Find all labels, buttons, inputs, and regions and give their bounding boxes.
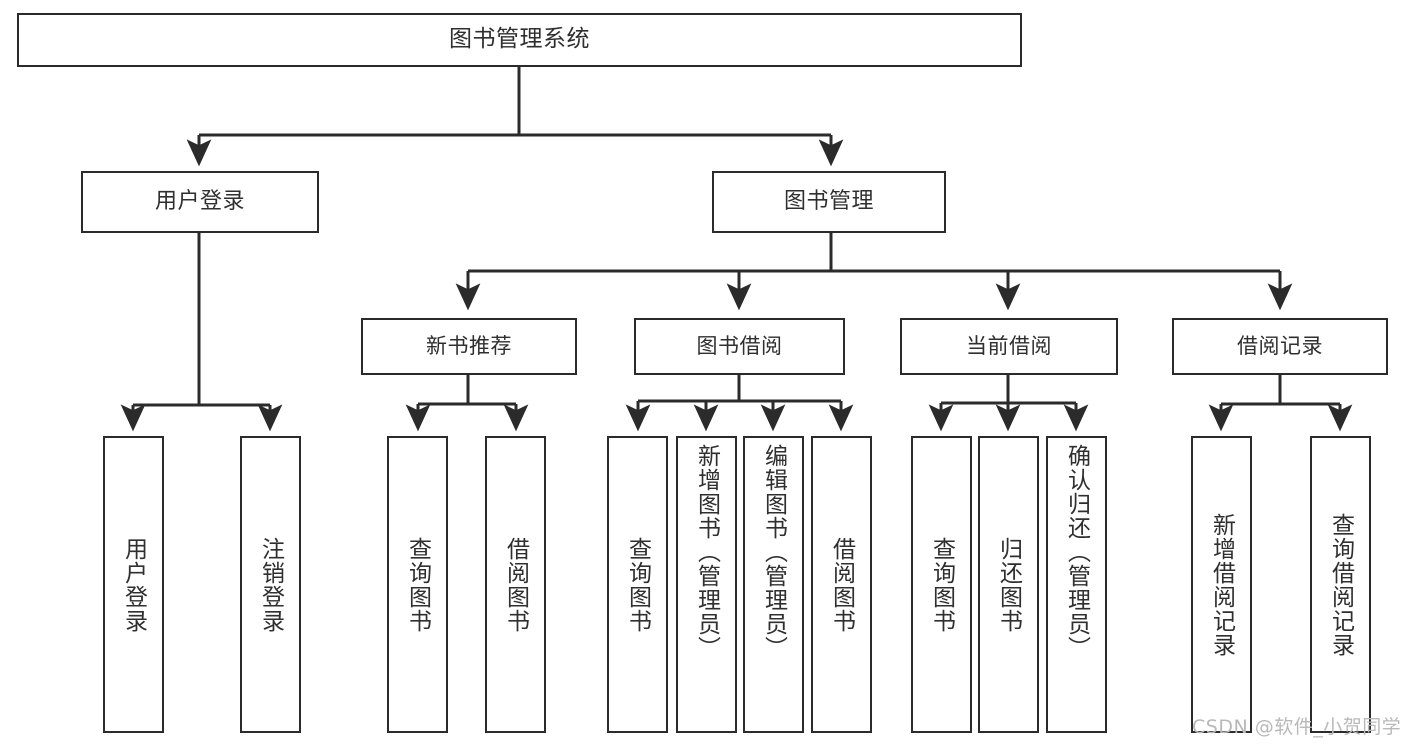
leaf-borrow-book-recommend[interactable]: 借阅图书 xyxy=(485,436,546,733)
leaf-borrow-book[interactable]: 借阅图书 xyxy=(811,436,872,733)
node-label: 查询图书 xyxy=(624,536,651,633)
leaf-add-book-admin[interactable]: 新增图书（管理员） xyxy=(676,436,737,733)
leaf-return-book[interactable]: 归还图书 xyxy=(978,436,1039,733)
node-label: 查询图书 xyxy=(404,536,431,633)
node-label: 用户登录 xyxy=(120,536,147,633)
node-new-book-recommend[interactable]: 新书推荐 xyxy=(361,318,577,375)
leaf-user-logout[interactable]: 注销登录 xyxy=(240,436,301,733)
leaf-user-login[interactable]: 用户登录 xyxy=(103,436,164,733)
node-label: 新增借阅记录 xyxy=(1208,512,1235,657)
node-label: 查询图书 xyxy=(928,536,955,633)
node-label: 新增图书（管理员） xyxy=(693,444,720,660)
node-root-system[interactable]: 图书管理系统 xyxy=(17,13,1022,67)
leaf-query-book-recommend[interactable]: 查询图书 xyxy=(387,436,448,733)
node-label: 归还图书 xyxy=(995,536,1022,633)
node-label: 用户登录 xyxy=(154,189,245,215)
node-label: 编辑图书（管理员） xyxy=(760,444,787,660)
node-label: 图书借阅 xyxy=(696,334,783,359)
csdn-watermark: CSDN @软件_小贺同学 xyxy=(1192,716,1402,738)
leaf-edit-book-admin[interactable]: 编辑图书（管理员） xyxy=(743,436,804,733)
node-label: 注销登录 xyxy=(257,536,284,633)
node-user-login[interactable]: 用户登录 xyxy=(81,171,319,233)
node-borrow-record[interactable]: 借阅记录 xyxy=(1172,318,1388,375)
node-book-borrow[interactable]: 图书借阅 xyxy=(634,318,845,375)
leaf-query-book-current[interactable]: 查询图书 xyxy=(911,436,972,733)
node-label: 借阅图书 xyxy=(502,536,529,633)
node-label: 新书推荐 xyxy=(426,334,512,359)
node-label: 查询借阅记录 xyxy=(1327,512,1354,657)
node-label: 借阅图书 xyxy=(828,536,855,633)
node-label: 图书管理系统 xyxy=(449,26,590,53)
node-label: 当前借阅 xyxy=(966,334,1052,359)
node-label: 借阅记录 xyxy=(1237,334,1323,359)
leaf-query-borrow-record[interactable]: 查询借阅记录 xyxy=(1310,436,1371,733)
leaf-confirm-return-admin[interactable]: 确认归还（管理员） xyxy=(1046,436,1107,733)
node-label: 确认归还（管理员） xyxy=(1063,444,1090,660)
node-current-borrow[interactable]: 当前借阅 xyxy=(900,318,1118,375)
node-book-management[interactable]: 图书管理 xyxy=(712,171,946,233)
leaf-query-book[interactable]: 查询图书 xyxy=(607,436,668,733)
leaf-add-borrow-record[interactable]: 新增借阅记录 xyxy=(1191,436,1252,733)
node-label: 图书管理 xyxy=(783,189,874,215)
